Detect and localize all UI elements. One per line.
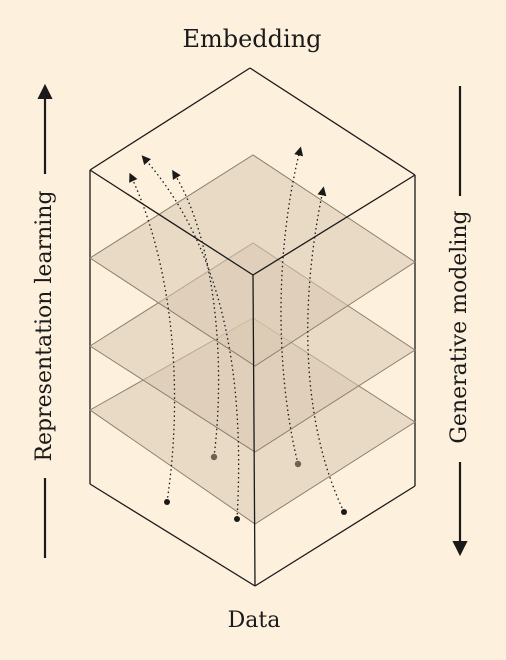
trajectory-5	[307, 186, 345, 513]
data-label: Data	[228, 608, 281, 633]
data-point	[210, 453, 218, 461]
cube-front-edges	[89, 169, 416, 587]
generative-modeling-label: Generative modeling	[447, 210, 472, 443]
cube-back-edges	[89, 67, 416, 486]
trajectories	[129, 146, 345, 520]
data-point	[164, 499, 170, 505]
data-point	[234, 516, 240, 522]
plane-upper-middle	[89, 154, 416, 367]
trajectory-2	[141, 155, 240, 520]
data-point	[294, 460, 302, 468]
embedding-label: Embedding	[182, 25, 321, 53]
data-points	[164, 453, 347, 522]
generative-modeling-axis: Generative modeling	[447, 86, 472, 557]
trajectory-3	[172, 169, 220, 458]
layer-planes	[89, 154, 416, 525]
data-point	[341, 509, 347, 515]
representation-learning-label: Representation learning	[32, 190, 57, 461]
representation-learning-axis: Representation learning	[32, 83, 57, 558]
